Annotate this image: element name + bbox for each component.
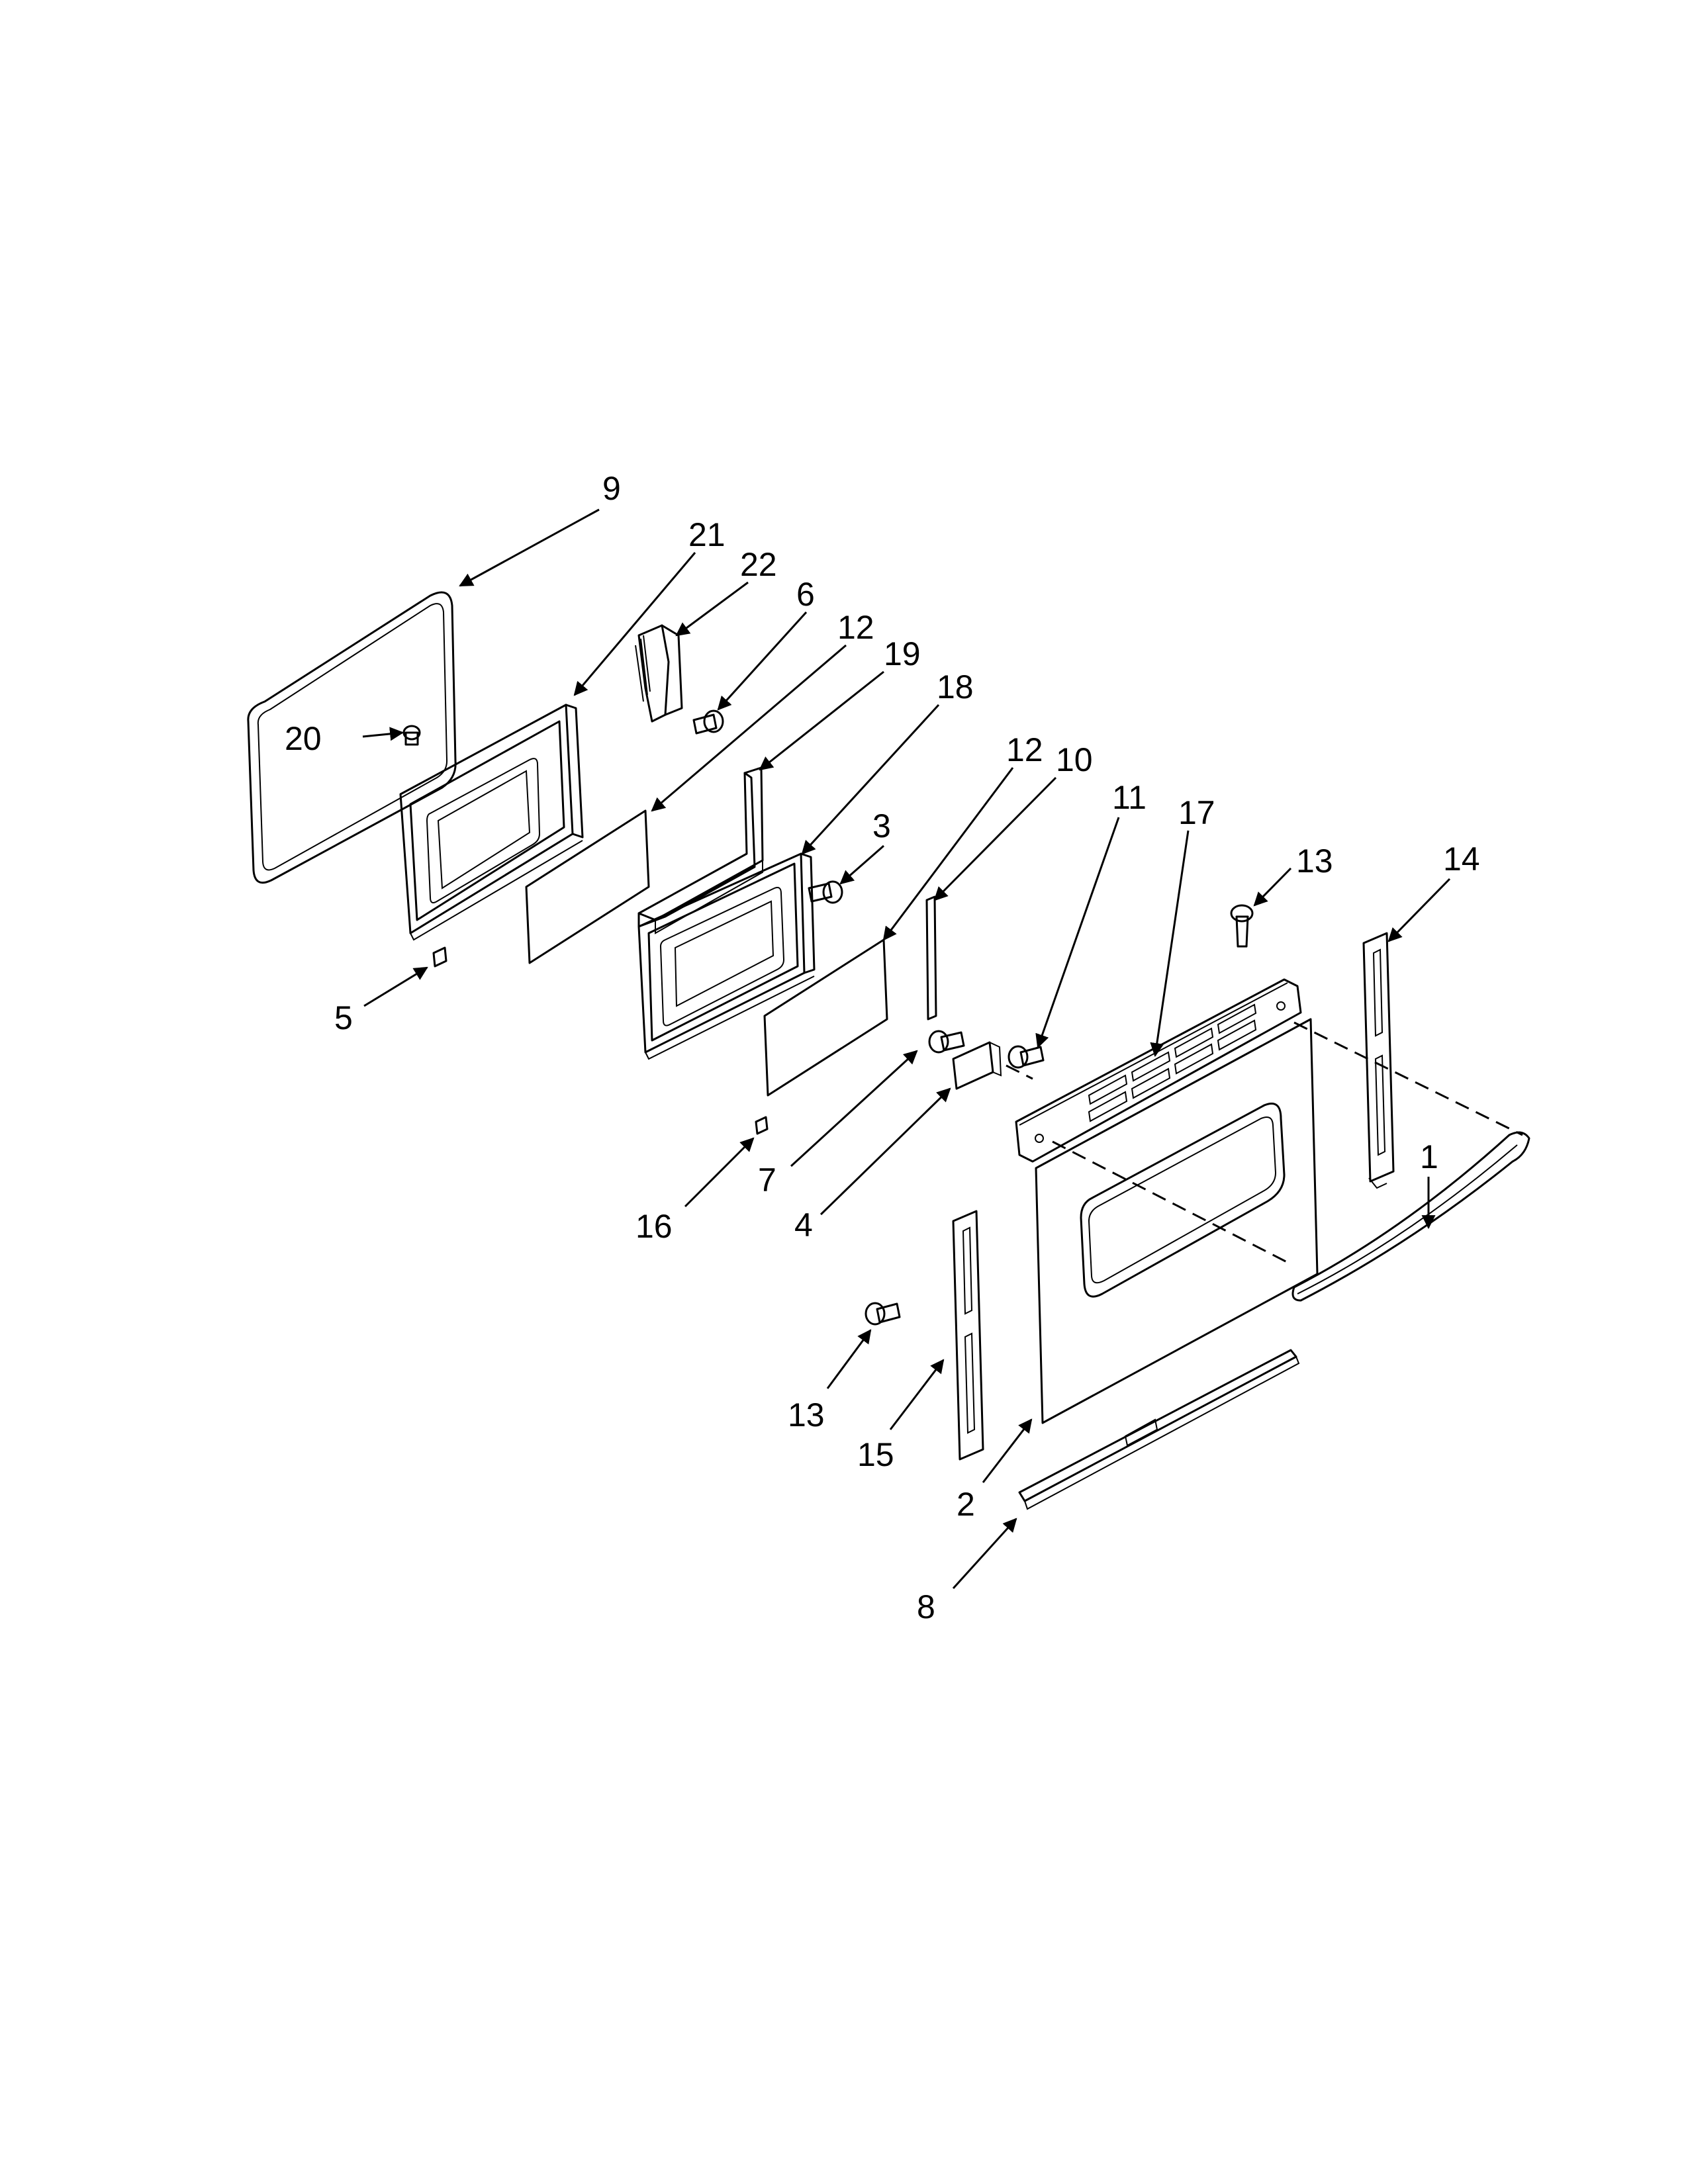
part-screw-13-bottom: [865, 1302, 901, 1326]
callout-6: 6: [796, 576, 815, 613]
part-door-gasket: [247, 591, 457, 884]
part-outer-door-panel: [1035, 1018, 1319, 1424]
alignment-line-1: [1052, 1140, 1291, 1265]
part-bracket: [952, 1041, 1002, 1090]
callout-1: 1: [1420, 1138, 1438, 1175]
part-side-trim-left: [952, 1210, 984, 1461]
part-hinge: [635, 624, 683, 723]
part-glass-pane-2: [763, 938, 888, 1097]
callout-3: 3: [872, 807, 891, 844]
part-screw-7: [928, 1030, 965, 1054]
part-screw-6: [692, 709, 724, 735]
callout-14: 14: [1443, 841, 1480, 878]
callout-9: 9: [602, 470, 621, 507]
callout-12-first: 12: [837, 609, 874, 646]
alignment-line-2: [1293, 1021, 1523, 1136]
callout-13-top: 13: [1296, 842, 1333, 880]
part-bottom-trim: [1018, 1349, 1300, 1510]
callout-10: 10: [1056, 741, 1093, 778]
callout-8: 8: [917, 1588, 935, 1625]
callout-20: 20: [285, 720, 322, 757]
part-glass-pane-1: [525, 809, 650, 964]
callout-22: 22: [740, 546, 777, 583]
part-screw-13-top: [1230, 904, 1254, 948]
callout-12-second: 12: [1006, 731, 1043, 768]
callout-7: 7: [758, 1161, 776, 1199]
part-vent-trim: [1015, 978, 1302, 1163]
callout-leaders: [362, 508, 1451, 1590]
part-inner-frame: [637, 852, 816, 1060]
callout-5: 5: [334, 999, 353, 1036]
callout-16: 16: [635, 1208, 673, 1245]
callout-2: 2: [957, 1486, 975, 1523]
part-side-trim-right: [1362, 932, 1395, 1189]
callout-15: 15: [857, 1436, 894, 1473]
part-seal-strip: [925, 895, 937, 1021]
callout-17: 17: [1178, 794, 1215, 831]
callout-18: 18: [937, 668, 974, 705]
part-screw-11: [1008, 1045, 1045, 1069]
callout-13-bottom: 13: [788, 1396, 825, 1433]
callout-21: 21: [688, 516, 726, 553]
part-handle: [1291, 1131, 1530, 1302]
part-inner-door-panel: [399, 704, 584, 941]
part-clip-16: [755, 1116, 769, 1135]
callout-labels: 9 21 22 6 12 19 18 20 3 12 10 11 17 13 1…: [285, 470, 1480, 1625]
callout-19: 19: [884, 635, 921, 672]
part-clip-5: [432, 946, 447, 968]
part-plug: [402, 725, 421, 746]
alignment-line-3: [1006, 1064, 1033, 1080]
part-screw-3: [808, 880, 843, 904]
part-spacer: [637, 766, 764, 934]
callout-4: 4: [794, 1206, 813, 1244]
callout-11: 11: [1112, 779, 1147, 816]
